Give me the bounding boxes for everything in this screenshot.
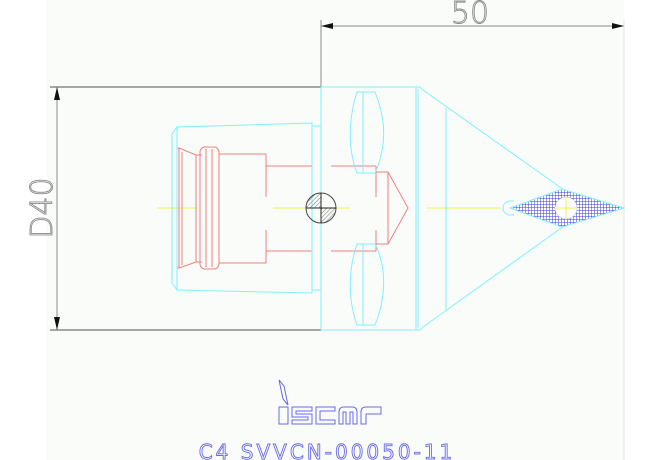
- length-dimension-label: 50: [451, 0, 489, 31]
- diameter-dimension-label: D40: [25, 177, 60, 238]
- tool-body: [171, 86, 565, 331]
- center-mark-icon: [305, 192, 337, 224]
- coupling-detail: [177, 146, 409, 270]
- insert: [502, 188, 626, 228]
- arrowhead-icon: [612, 23, 624, 29]
- part-number-title: C4 SVVCN-00050-11: [199, 440, 456, 460]
- drawing-sheet: [46, 0, 624, 460]
- arrowhead-icon: [54, 317, 60, 330]
- arrowhead-icon: [321, 23, 333, 29]
- diameter-dimension: [50, 86, 321, 331]
- arrowhead-icon: [54, 87, 60, 100]
- length-dimension: [320, 20, 625, 460]
- brand-logo: [278, 379, 382, 425]
